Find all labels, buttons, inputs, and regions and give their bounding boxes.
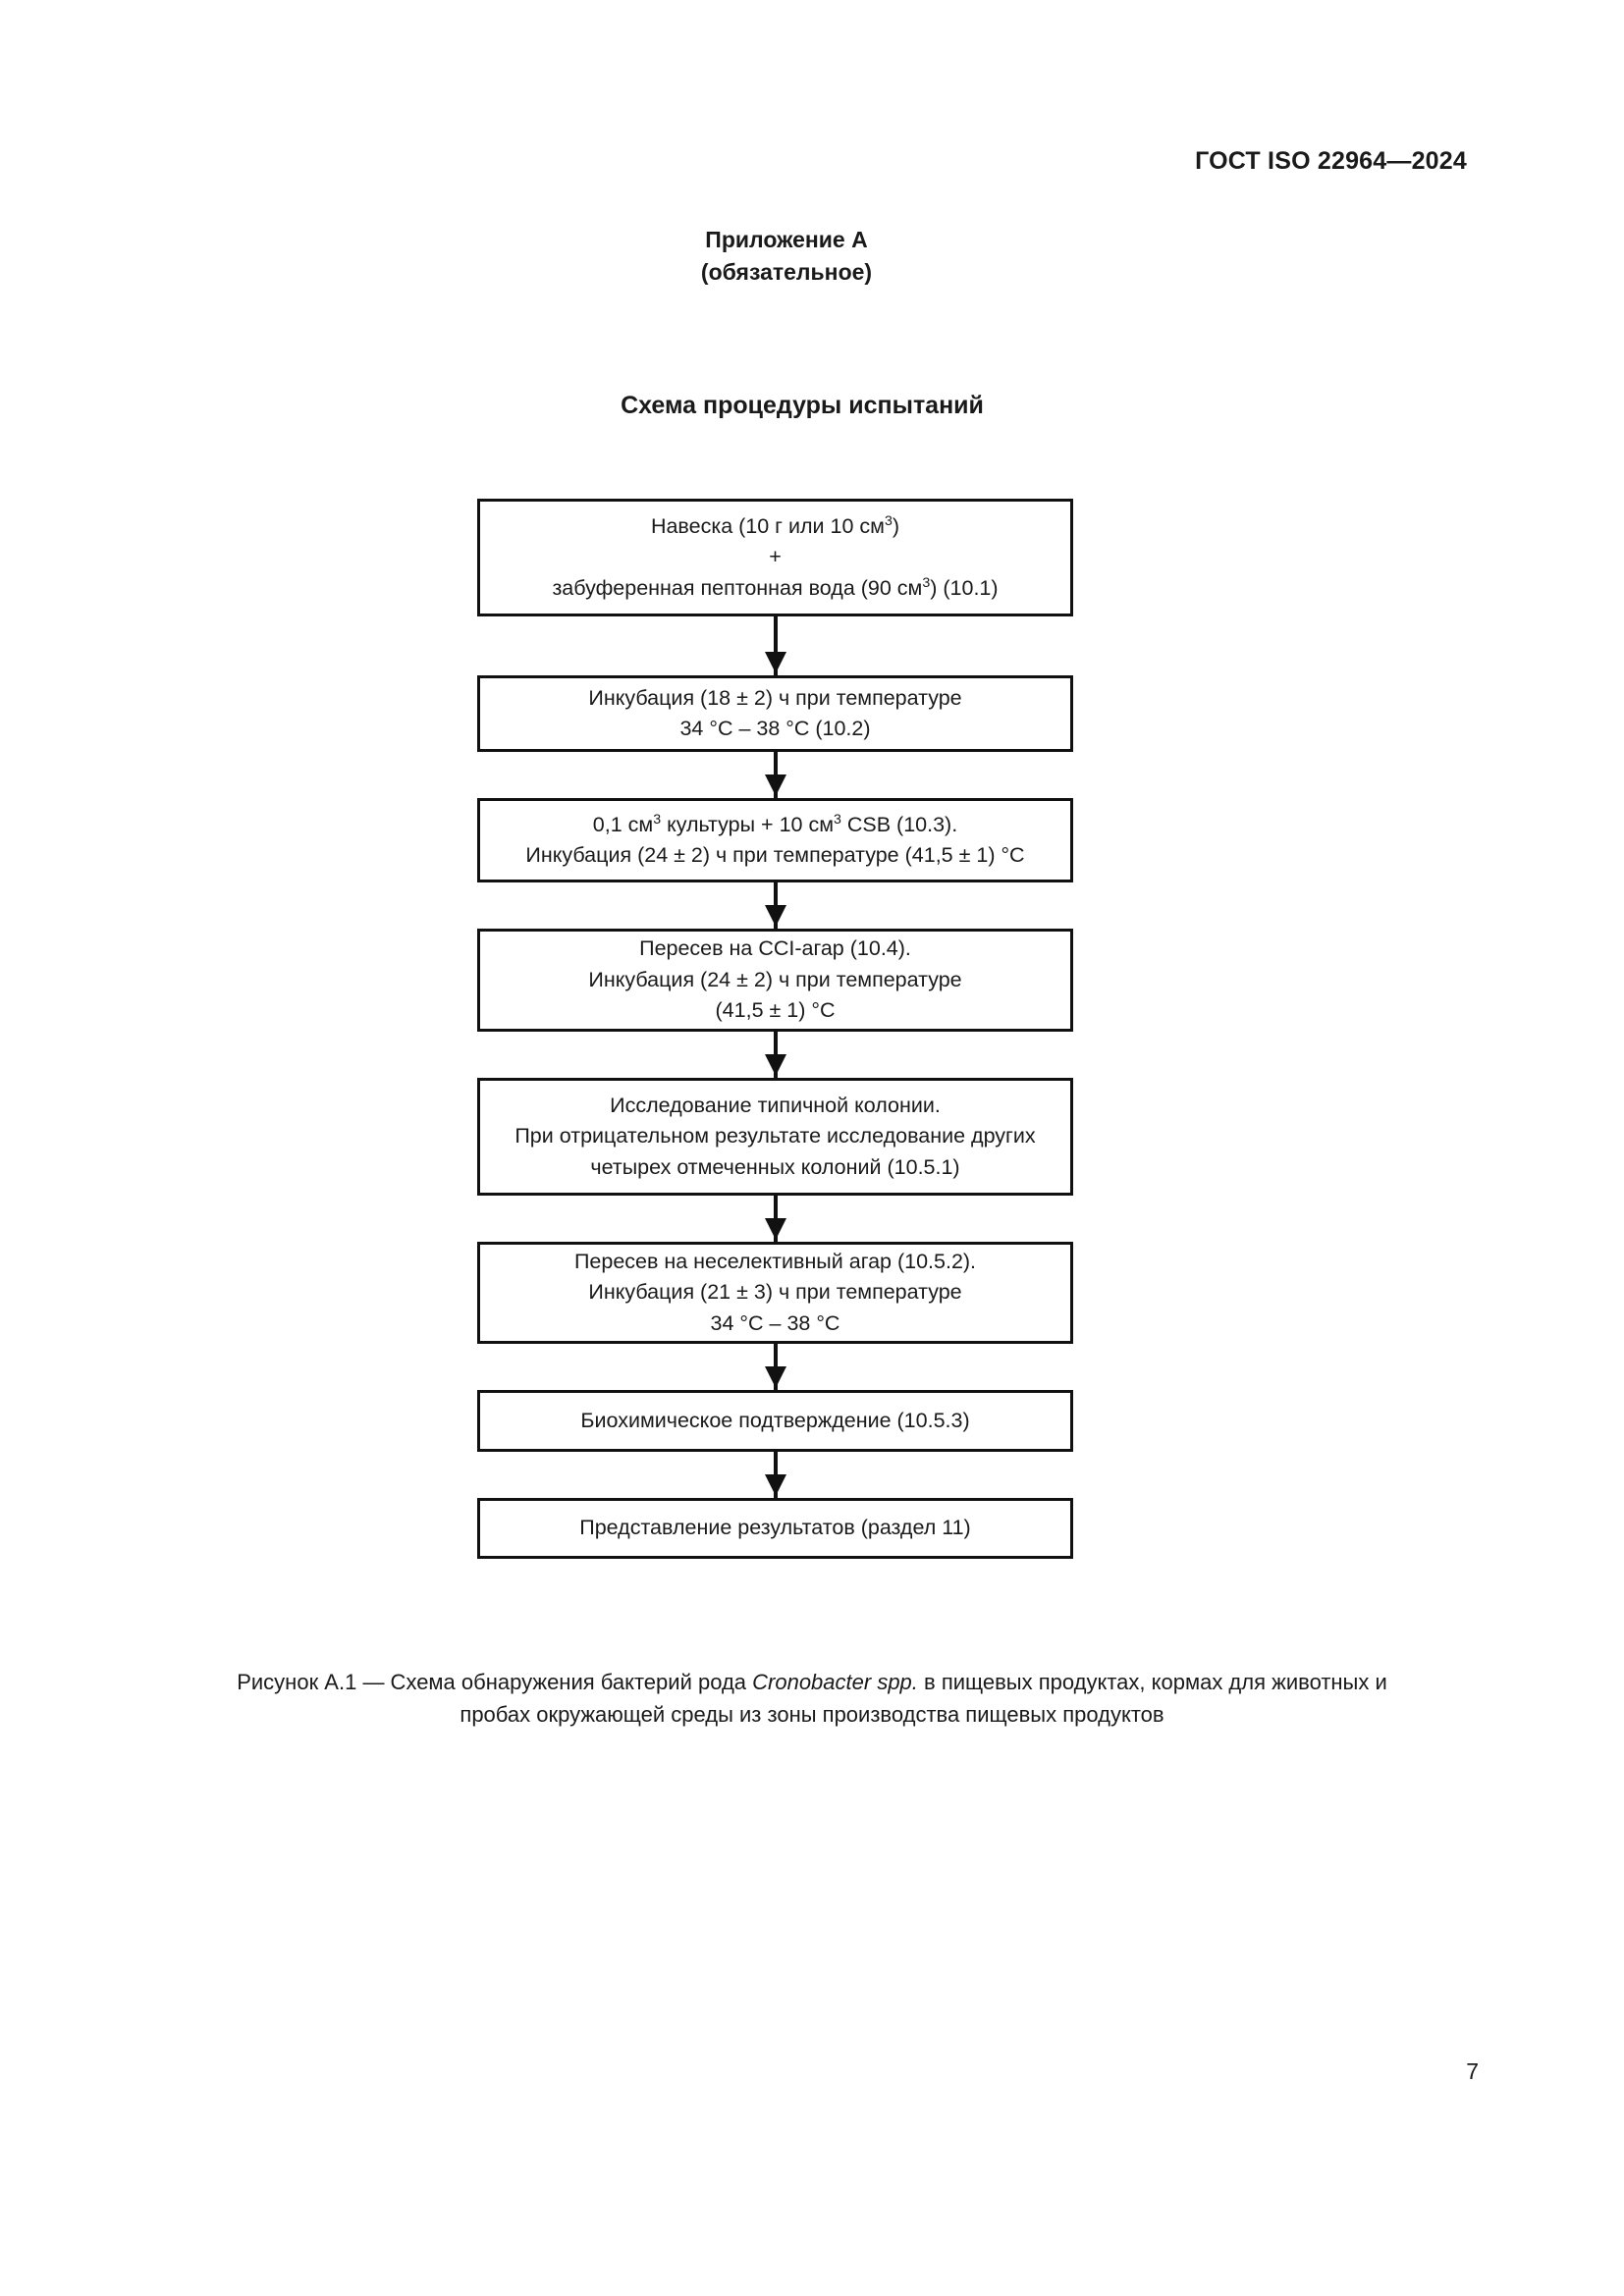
flow-box-sample-portion: Навеска (10 г или 10 см3) + забуференная… [477,499,1073,616]
arrow-stem [773,616,778,675]
flow-box-line: 0,1 см3 культуры + 10 см3 CSB (10.3). [592,811,958,836]
figure-caption-line-2: пробах окружающей среды из зоны производ… [460,1702,1164,1727]
flow-box-results-presentation: Представление результатов (раздел 11) [477,1498,1073,1559]
scheme-title-text: Схема процедуры испытаний [621,392,984,419]
arrow-down-icon [764,1366,786,1388]
flow-box-line: Навеска (10 г или 10 см3) [650,512,900,538]
arrow-down-icon [764,1474,786,1496]
flow-box-line: Инкубация (24 ± 2) ч при температуре [588,967,962,991]
arrow-down-icon [764,1218,786,1240]
species-name: Cronobacter spp. [752,1670,918,1694]
flow-box-line: + [769,545,782,569]
flow-box-line: Инкубация (21 ± 3) ч при температуре [588,1280,962,1305]
flow-connector-4-5 [477,1032,1073,1078]
flow-step-8: Представление результатов (раздел 11) [477,1498,1073,1559]
arrow-down-icon [764,905,786,927]
page-number: 7 [1466,2058,1479,2084]
figure-caption-line-1: Рисунок А.1 — Схема обнаружения бактерий… [111,1666,1513,1698]
flow-box-line: четырех отмеченных колоний (10.5.1) [590,1154,960,1179]
flow-connector-1-2 [477,616,1073,675]
superscript-cubic: 3 [834,811,841,828]
flow-box-cci-agar: Пересев на CCI-агар (10.4). Инкубация (2… [477,929,1073,1032]
flow-connector-3-4 [477,882,1073,929]
flow-box-line: 34 °C – 38 °C [710,1310,840,1335]
flow-box-biochemical-confirmation: Биохимическое подтверждение (10.5.3) [477,1390,1073,1452]
scheme-title: Схема процедуры испытаний [0,392,1624,420]
flow-box-line: Инкубация (18 ± 2) ч при температуре [588,685,962,710]
flow-connector-6-7 [477,1344,1073,1390]
flow-box-nonselective-agar: Пересев на неселективный агар (10.5.2). … [477,1242,1073,1344]
annex-title: Приложение А [705,227,868,252]
flow-box-line: 34 °C – 38 °C (10.2) [679,717,871,740]
flow-step-4: Пересев на CCI-агар (10.4). Инкубация (2… [477,929,1073,1032]
flow-box-csb-enrichment: 0,1 см3 культуры + 10 см3 CSB (10.3). Ин… [477,798,1073,882]
annex-status: (обязательное) [700,258,873,285]
flow-box-line: (41,5 ± 1) °C [715,998,836,1023]
flow-box-line: забуференная пептонная вода (90 см3) (10… [552,574,999,600]
flow-connector-2-3 [477,752,1073,798]
flow-step-2: Инкубация (18 ± 2) ч при температуре 34 … [477,675,1073,752]
flow-connector-5-6 [477,1196,1073,1242]
annex-heading: Приложение А (обязательное) [0,224,1624,288]
flow-box-typical-colony-examination: Исследование типичной колонии. При отриц… [477,1078,1073,1196]
flow-step-3: 0,1 см3 культуры + 10 см3 CSB (10.3). Ин… [477,798,1073,882]
figure-caption: Рисунок А.1 — Схема обнаружения бактерий… [111,1666,1513,1731]
running-header-standard-number: ГОСТ ISO 22964—2024 [1195,147,1467,175]
flow-step-5: Исследование типичной колонии. При отриц… [477,1078,1073,1196]
flow-box-line: При отрицательном результате исследовани… [514,1124,1036,1148]
flow-box-line: Пересев на CCI-агар (10.4). [639,936,911,961]
flow-box-incubation-18h: Инкубация (18 ± 2) ч при температуре 34 … [477,675,1073,752]
flow-step-7: Биохимическое подтверждение (10.5.3) [477,1390,1073,1452]
superscript-cubic: 3 [922,574,931,591]
superscript-cubic: 3 [653,811,662,828]
flow-box-line: Представление результатов (раздел 11) [579,1516,971,1540]
flow-box-line: Исследование типичной колонии. [610,1093,941,1117]
arrow-down-icon [764,652,786,673]
flow-box-line: Биохимическое подтверждение (10.5.3) [580,1408,970,1432]
flow-box-line: Пересев на неселективный агар (10.5.2). [573,1249,977,1273]
figure-caption-tail: в пищевых продуктах, кормах для животных… [917,1670,1387,1694]
figure-label: Рисунок А.1 — Схема обнаружения бактерий… [237,1670,753,1694]
flow-step-1: Навеска (10 г или 10 см3) + забуференная… [477,499,1073,616]
superscript-cubic: 3 [884,512,893,529]
arrow-down-icon [764,1054,786,1076]
flow-box-line: Инкубация (24 ± 2) ч при температуре (41… [525,843,1025,867]
flow-step-6: Пересев на неселективный агар (10.5.2). … [477,1242,1073,1344]
flow-connector-7-8 [477,1452,1073,1498]
test-procedure-flowchart: Навеска (10 г или 10 см3) + забуференная… [477,499,1073,1559]
arrow-down-icon [764,774,786,796]
